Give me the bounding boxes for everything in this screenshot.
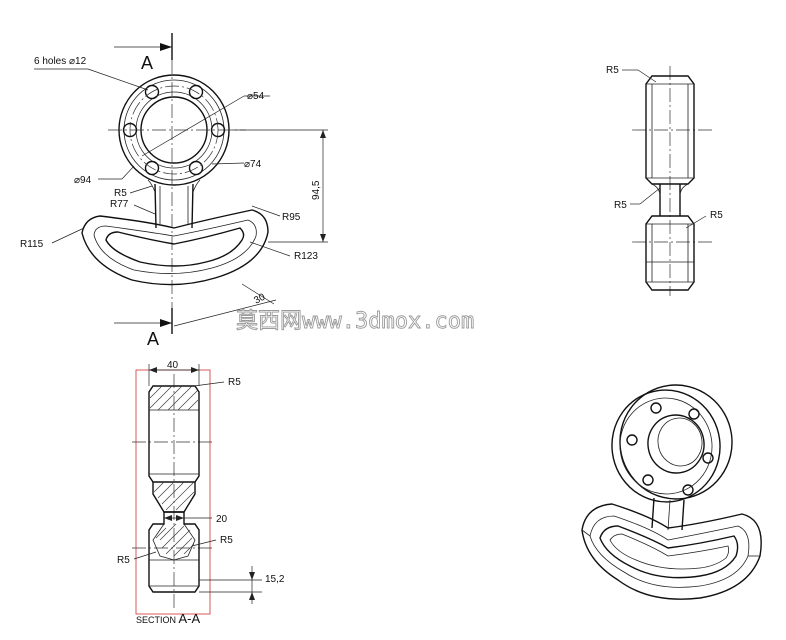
r95-dimension: R95 [282, 212, 301, 223]
hatch-lower [155, 523, 195, 557]
section-caption-name: A-A [179, 611, 201, 626]
r115-dimension: R115 [20, 239, 44, 250]
section-letter-top: A [141, 53, 153, 73]
section-view: 40 R5 20 R5 R5 15,2 SECTION A-A [117, 360, 285, 626]
section-caption-prefix: SECTION [136, 615, 179, 625]
section-caption: SECTION A-A [136, 611, 201, 626]
section-offset: 15,2 [265, 574, 285, 585]
section-r5-left: R5 [117, 555, 130, 566]
r77-dimension: R77 [110, 199, 129, 210]
r123-dimension: R123 [294, 251, 318, 262]
side-r5-mid: R5 [614, 200, 627, 211]
height-dimension: 94,5 [311, 180, 322, 200]
section-width: 40 [167, 360, 179, 371]
d74-dimension: ⌀74 [244, 159, 262, 170]
holes-dimension: 6 holes ⌀12 [34, 56, 87, 67]
hatch-neck [153, 481, 195, 511]
section-letter-bottom: A [147, 329, 159, 349]
section-neck: 20 [216, 514, 228, 525]
section-r5-top: R5 [228, 377, 241, 388]
d94-dimension: ⌀94 [74, 175, 92, 186]
d54-dimension: ⌀54 [247, 91, 265, 102]
section-r5-right: R5 [220, 535, 233, 546]
front-view: A A 6 holes ⌀12 ⌀54 [20, 33, 328, 349]
angle-dimension: 30 [252, 292, 267, 307]
r5-dimension: R5 [114, 188, 127, 199]
side-view: R5 R5 R5 [606, 65, 723, 296]
side-r5-top: R5 [606, 65, 619, 76]
watermark: 莫西网www.3dmox.com [236, 309, 474, 334]
side-r5-low: R5 [710, 210, 723, 221]
isometric-view [581, 384, 762, 600]
hatch-top [149, 385, 199, 411]
